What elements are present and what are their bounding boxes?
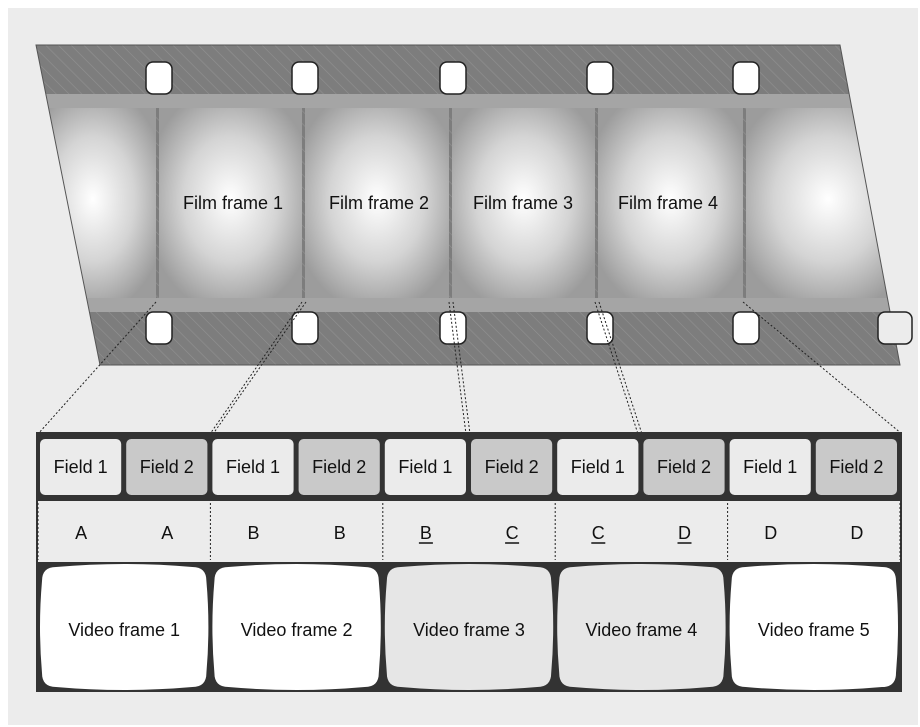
field-label: Field 2 — [829, 457, 883, 477]
field-label: Field 2 — [485, 457, 539, 477]
field-label: Field 1 — [226, 457, 280, 477]
field-source-letter: A — [161, 523, 173, 543]
field-source-letter: C — [592, 523, 605, 543]
sprocket-hole — [587, 62, 613, 94]
film-frame-label: Film frame 4 — [618, 193, 718, 213]
sprocket-hole — [146, 312, 172, 344]
sprocket-hole — [587, 312, 613, 344]
film-frame-label: Film frame 3 — [473, 193, 573, 213]
sprocket-hole — [146, 62, 172, 94]
field-label: Field 2 — [312, 457, 366, 477]
film-band-bottom — [30, 298, 910, 312]
field-source-letter: B — [247, 523, 259, 543]
video-frame-label: Video frame 5 — [758, 620, 870, 640]
sprocket-hole — [878, 312, 912, 344]
sprocket-hole — [292, 62, 318, 94]
sprocket-hole — [733, 62, 759, 94]
field-source-letter: D — [850, 523, 863, 543]
film-frame-0 — [30, 108, 156, 298]
field-label: Field 1 — [54, 457, 108, 477]
film-strip: Film frame 1 Film frame 2 Film frame 3 F… — [30, 45, 912, 365]
field-source-letter: B — [334, 523, 346, 543]
sprocket-hole — [733, 312, 759, 344]
film-frame-label: Film frame 1 — [183, 193, 283, 213]
field-label: Field 1 — [743, 457, 797, 477]
field-label: Field 1 — [398, 457, 452, 477]
field-label: Field 1 — [571, 457, 625, 477]
film-band-top — [30, 94, 910, 108]
film-frame-5 — [746, 108, 910, 298]
field-source-letter: A — [75, 523, 87, 543]
video-frame-label: Video frame 2 — [241, 620, 353, 640]
field-source-letter: D — [764, 523, 777, 543]
video-frame-label: Video frame 3 — [413, 620, 525, 640]
sprocket-hole — [440, 312, 466, 344]
field-label: Field 2 — [140, 457, 194, 477]
field-source-letter: B — [420, 523, 432, 543]
field-label: Field 2 — [657, 457, 711, 477]
video-frame-label: Video frame 4 — [586, 620, 698, 640]
film-frame-label: Film frame 2 — [329, 193, 429, 213]
sprocket-hole — [440, 62, 466, 94]
field-source-letter: D — [678, 523, 691, 543]
field-source-letter: C — [506, 523, 519, 543]
video-frame-label: Video frame 1 — [68, 620, 180, 640]
